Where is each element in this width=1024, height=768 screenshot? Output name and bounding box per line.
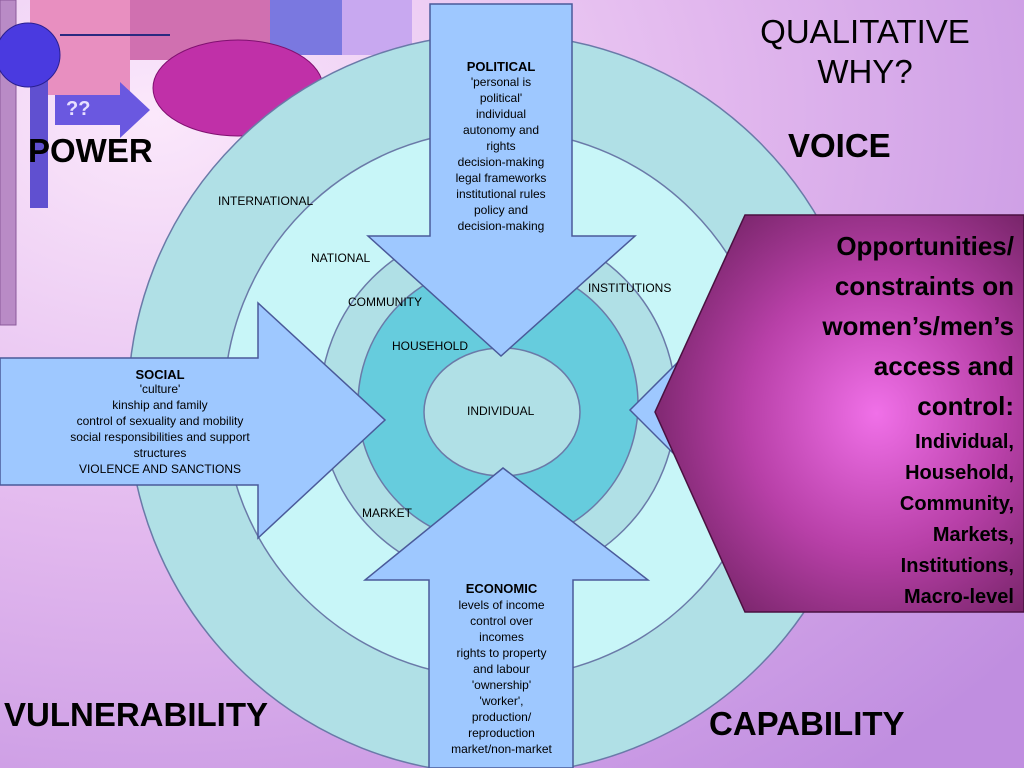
political-arrow: [366, 3, 637, 358]
economic-title: ECONOMIC: [465, 581, 538, 596]
vulnerability-label: VULNERABILITY: [4, 696, 268, 733]
power-label: POWER: [28, 132, 153, 169]
political-text: 'personal is political' individual auton…: [455, 75, 547, 233]
economic-arrow: [362, 467, 651, 768]
voice-label: VOICE: [788, 127, 891, 164]
social-arrow: [0, 301, 387, 540]
capability-label: CAPABILITY: [709, 705, 905, 742]
concentric-rings: [127, 33, 869, 768]
ring-label-household: HOUSEHOLD: [392, 339, 469, 353]
ring-label-individual: INDIVIDUAL: [467, 404, 535, 418]
panel-items: Individual, Household, Community, Market…: [899, 431, 1014, 608]
panel-heading: Opportunities/ constraints on women’s/me…: [822, 231, 1014, 421]
economic-text: levels of income control over incomes ri…: [451, 598, 552, 756]
ring-label-institutions: INSTITUTIONS: [588, 281, 672, 295]
political-title: POLITICAL: [466, 59, 536, 74]
ring-label-international: INTERNATIONAL: [218, 194, 314, 208]
ring-label-national: NATIONAL: [311, 251, 371, 265]
social-text: 'culture' kinship and family control of …: [70, 382, 250, 476]
opportunities-panel: [654, 214, 1024, 613]
logo-question-marks: ??: [66, 98, 91, 120]
social-title: SOCIAL: [135, 367, 185, 382]
ring-label-market: MARKET: [362, 506, 413, 520]
slide-title: QUALITATIVE WHY?: [760, 13, 970, 90]
ring-label-community: COMMUNITY: [348, 295, 422, 309]
